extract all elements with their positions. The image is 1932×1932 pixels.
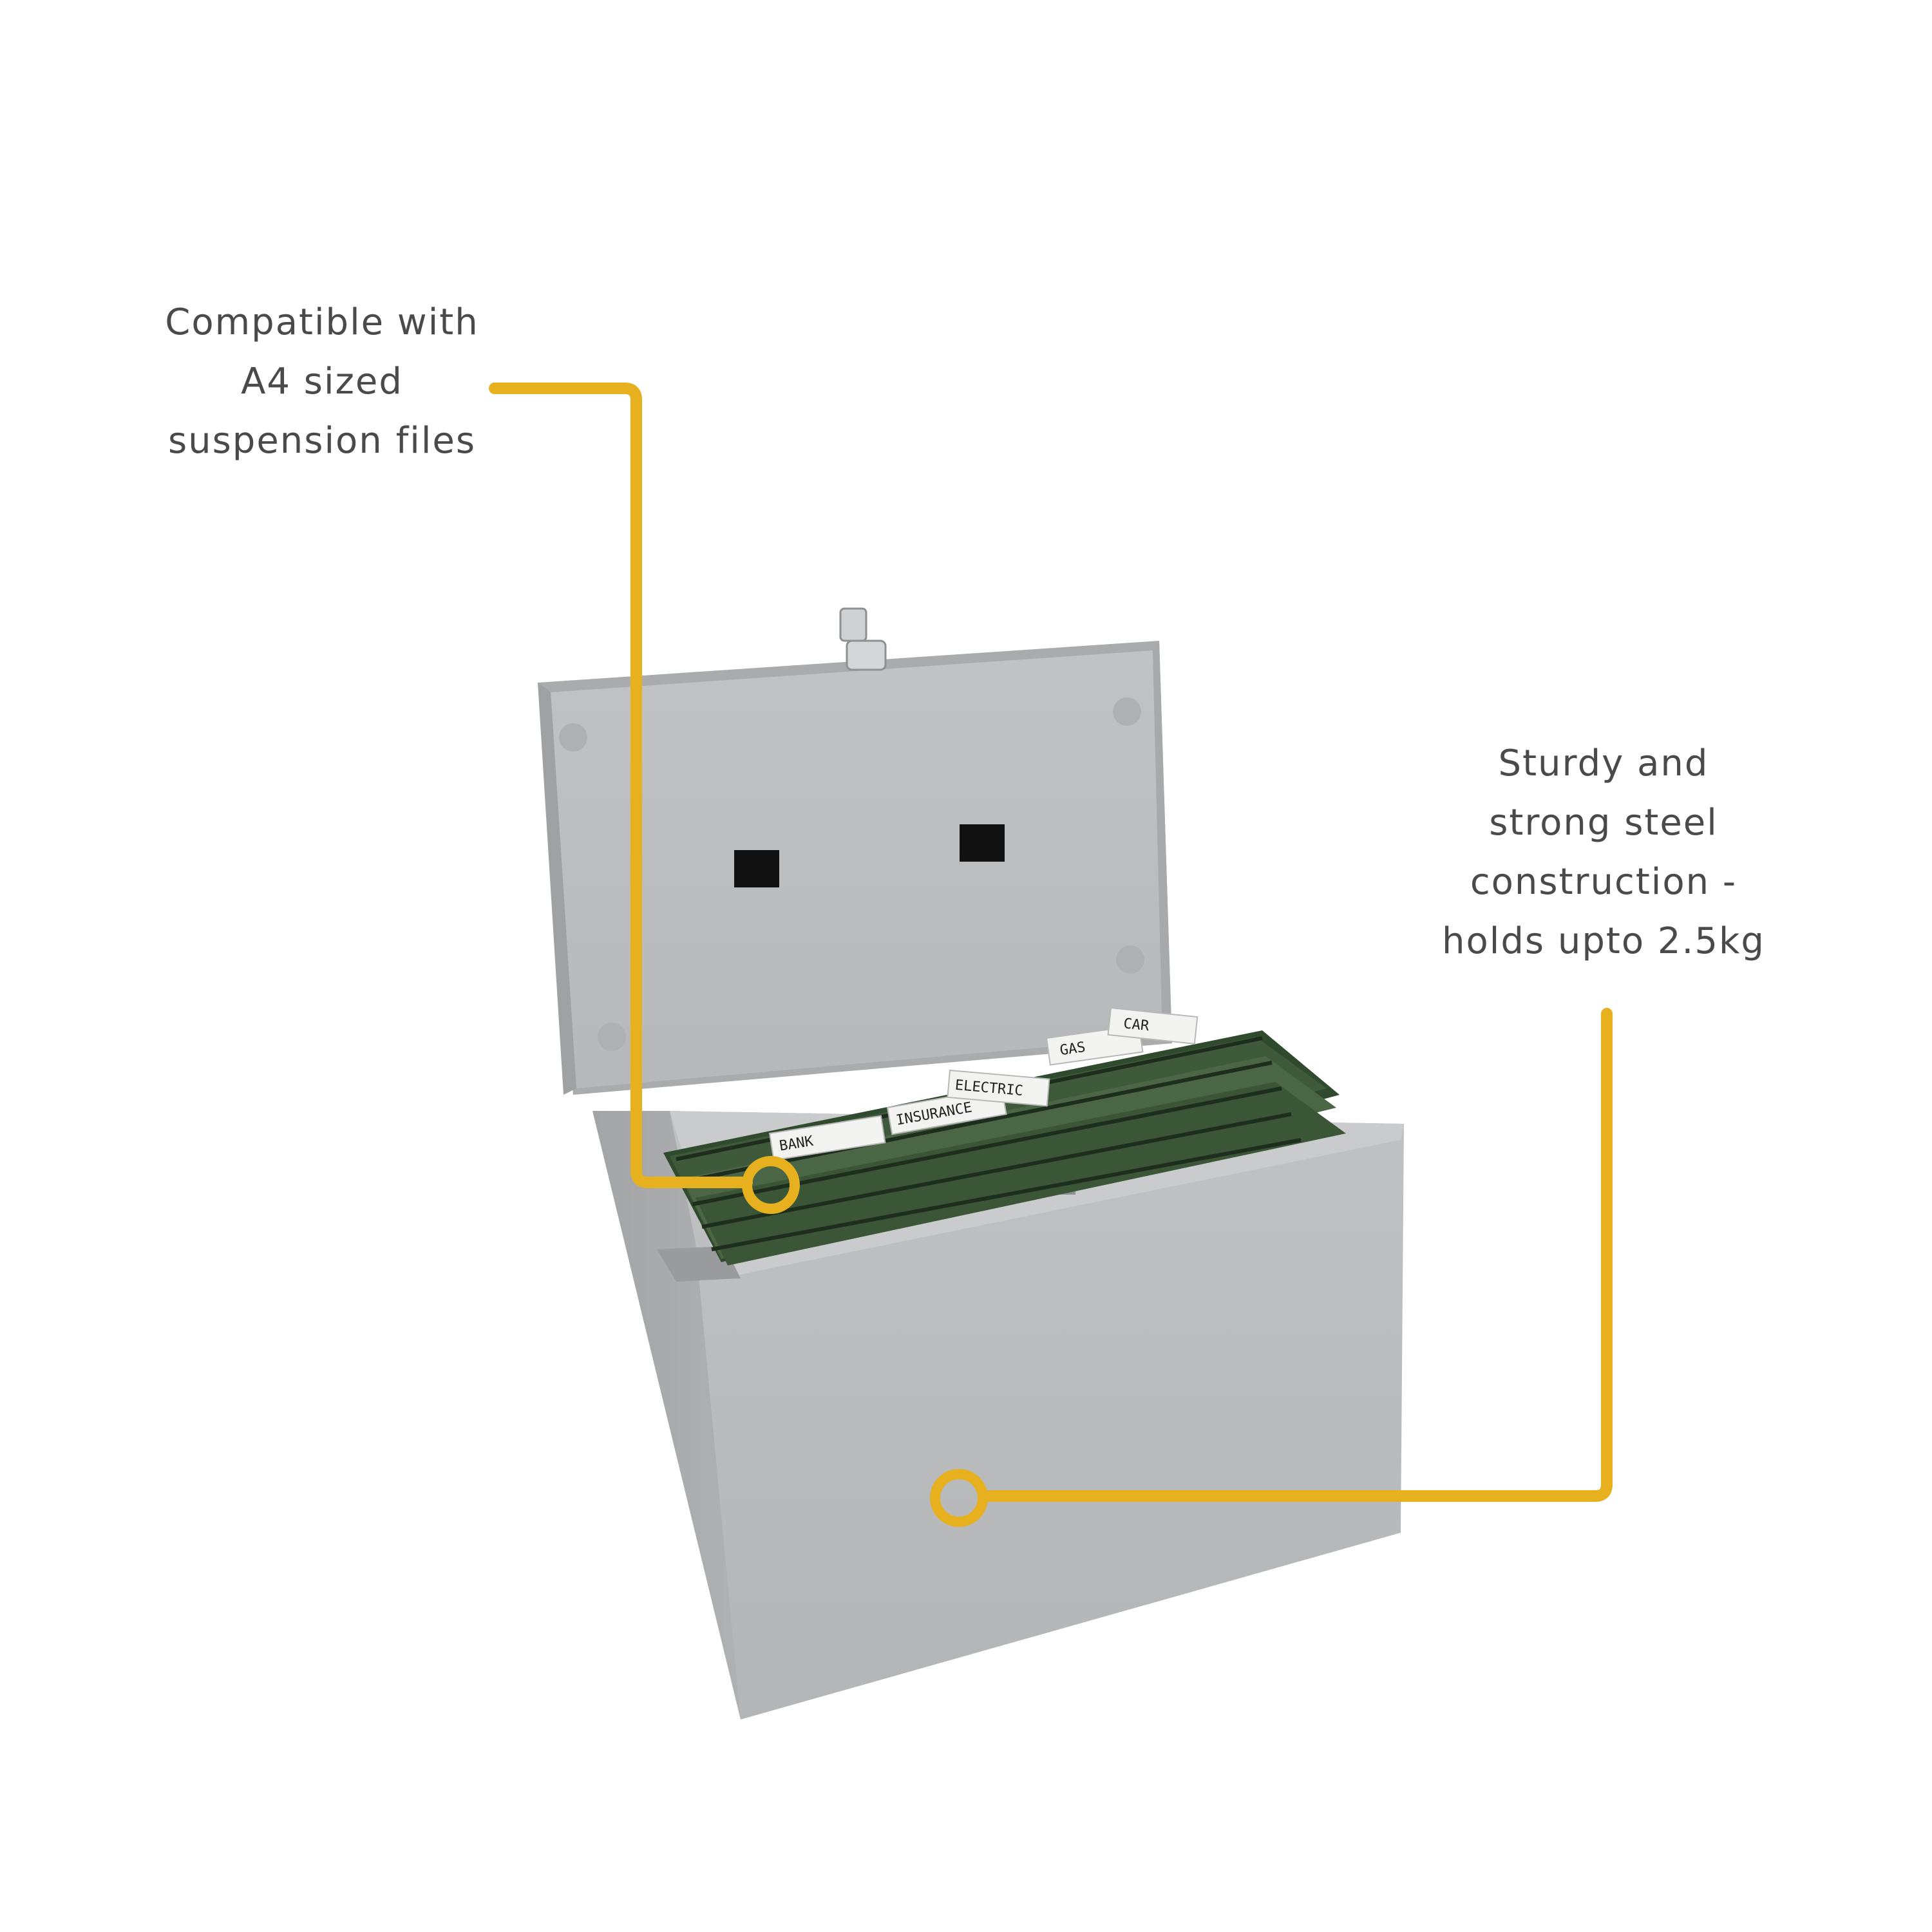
folder-tabs: BANK INSURANCE ELECTRIC GAS CAR <box>768 1007 1198 1161</box>
folder-tab-bank: BANK <box>768 1115 886 1161</box>
callout-text-right: Sturdy and strong steel construction - h… <box>1410 734 1797 971</box>
folder-tab-car: CAR <box>1107 1007 1198 1045</box>
callout-line-right <box>930 1008 1613 1527</box>
callout-left-line-2: A4 sized <box>241 361 403 402</box>
suspension-folders <box>663 1030 1346 1265</box>
callout-text-left: Compatible with A4 sized suspension file… <box>129 293 515 471</box>
callout-left-line-1: Compatible with <box>165 301 479 343</box>
svg-text:CAR: CAR <box>1122 1016 1150 1034</box>
lid-strap-right <box>960 824 1005 862</box>
lid-strap-left <box>734 850 779 887</box>
svg-text:GAS: GAS <box>1059 1039 1086 1059</box>
box-lid <box>538 641 1172 1095</box>
callout-right-line-3: construction - <box>1470 861 1738 903</box>
callout-left-line-3: suspension files <box>167 420 477 462</box>
callout-line-left <box>489 383 800 1214</box>
callout-marker-left <box>742 1156 800 1214</box>
callout-right-line-1: Sturdy and <box>1498 743 1709 784</box>
callout-right-line-4: holds upto 2.5kg <box>1442 920 1765 962</box>
lock-icon <box>839 607 887 671</box>
callout-right-line-2: strong steel <box>1489 802 1718 844</box>
callout-marker-right <box>930 1469 988 1527</box>
folder-tab-electric: ELECTRIC <box>947 1069 1050 1107</box>
